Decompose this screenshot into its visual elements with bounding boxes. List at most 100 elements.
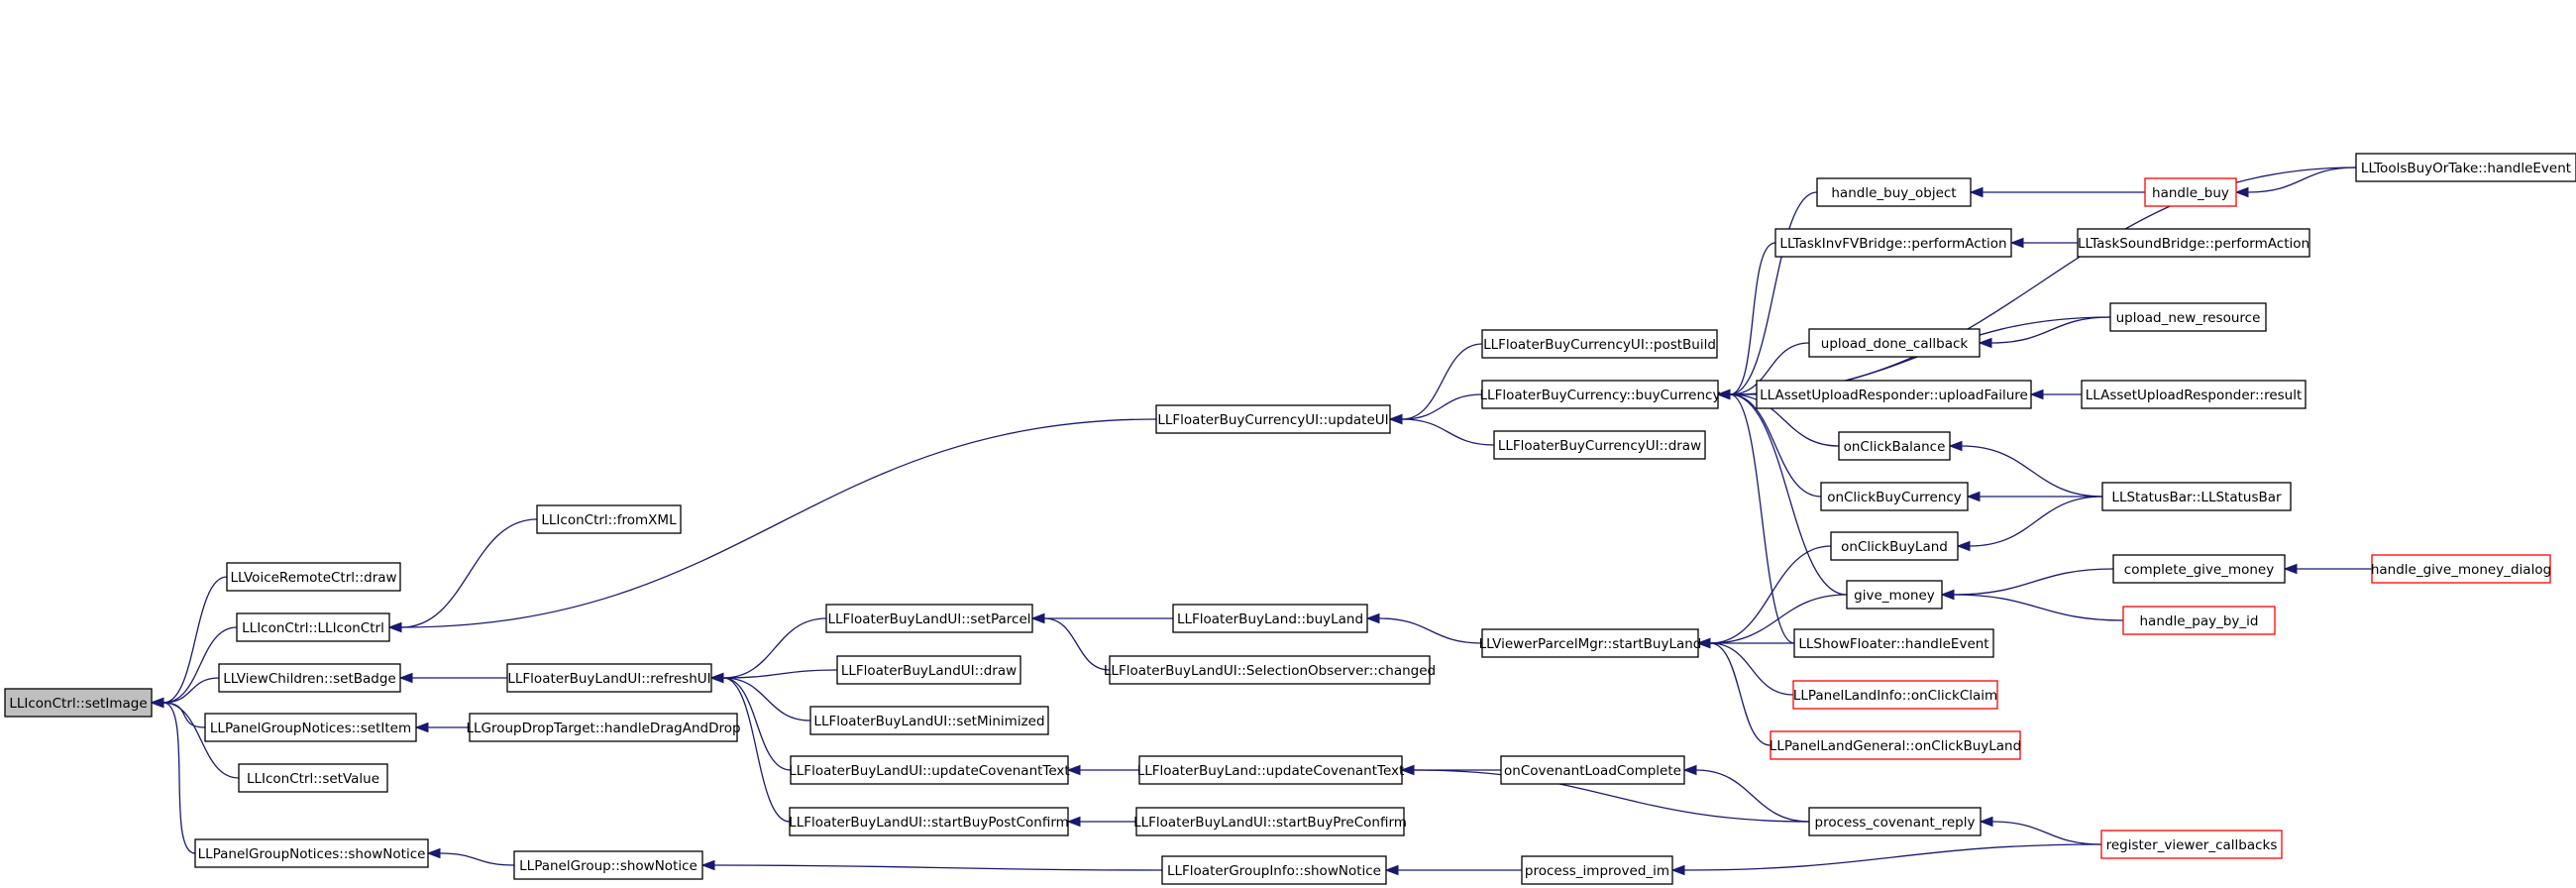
function-node-fbcpost[interactable]: LLFloaterBuyCurrencyUI::postBuild — [1481, 329, 1718, 359]
function-node-pgnshow[interactable]: LLPanelGroupNotices::showNotice — [194, 838, 429, 868]
node-box — [4, 688, 153, 718]
function-node-sfhe[interactable]: LLShowFloater::handleEvent — [1793, 628, 1994, 658]
node-label: LLPanelLandInfo::onClickClaim — [1793, 688, 1997, 704]
call-edge — [1384, 864, 1522, 876]
call-edge — [1030, 612, 1174, 624]
node-box — [1500, 755, 1685, 785]
call-edge — [2283, 563, 2372, 575]
node-box — [218, 663, 401, 693]
function-node-ocbl[interactable]: onClickBuyLand — [1830, 531, 1959, 561]
function-node-pcr[interactable]: process_covenant_reply — [1808, 807, 1982, 836]
node-box — [1792, 680, 1998, 710]
node-box — [1481, 628, 1699, 658]
function-node-hgmd[interactable]: handle_give_money_dialog — [2371, 554, 2551, 584]
function-node-oclc[interactable]: onCovenantLoadComplete — [1500, 755, 1685, 785]
call-edge — [709, 617, 827, 684]
function-node-gm[interactable]: give_money — [1846, 580, 1943, 610]
node-box — [513, 850, 703, 880]
function-node-pliocc[interactable]: LLPanelLandInfo::onClickClaim — [1792, 680, 1998, 710]
node-box — [2122, 606, 2276, 635]
call-edge — [387, 418, 1157, 633]
node-label: LLAssetUploadResponder::result — [2086, 388, 2303, 403]
function-node-gdt[interactable]: LLGroupDropTarget::handleDragAndDrop — [466, 713, 741, 742]
function-node-tifv[interactable]: LLTaskInvFVBridge::performAction — [1774, 228, 2012, 258]
function-node-pgshow[interactable]: LLPanelGroup::showNotice — [513, 850, 703, 880]
function-node-fromxml[interactable]: LLIconCtrl::fromXML — [536, 504, 682, 534]
node-box — [1138, 755, 1403, 785]
function-node-fblsetmin[interactable]: LLFloaterBuyLandUI::setMinimized — [809, 706, 1049, 735]
function-node-pim[interactable]: process_improved_im — [1521, 855, 1673, 885]
node-label: LLFloaterBuyLandUI::updateCovenantText — [789, 763, 1069, 779]
node-box — [1820, 482, 1969, 511]
function-node-fgishow[interactable]: LLFloaterGroupInfo::showNotice — [1161, 855, 1387, 885]
function-node-auruf[interactable]: LLAssetUploadResponder::uploadFailure — [1756, 380, 2032, 409]
node-label: LLFloaterBuyLandUI::draw — [841, 663, 1017, 679]
function-node-pgnset[interactable]: LLPanelGroupNotices::setItem — [204, 713, 417, 742]
function-node-cgm[interactable]: complete_give_money — [2112, 554, 2286, 584]
function-node-viewchild[interactable]: LLViewChildren::setBadge — [218, 663, 401, 693]
function-node-udc[interactable]: upload_done_callback — [1808, 328, 1981, 358]
node-label: onCovenantLoadComplete — [1504, 763, 1681, 779]
call-edge — [1978, 316, 2111, 349]
node-box — [1172, 604, 1368, 633]
node-label: LLFloaterBuyCurrencyUI::draw — [1498, 438, 1701, 454]
node-box — [238, 763, 388, 793]
function-node-aurr[interactable]: LLAssetUploadResponder::result — [2081, 380, 2307, 409]
function-node-voice[interactable]: LLVoiceRemoteCtrl::draw — [226, 562, 401, 592]
call-edge — [1365, 612, 1483, 644]
call-edge — [1066, 816, 1136, 828]
function-node-fbcdraw[interactable]: LLFloaterBuyCurrencyUI::draw — [1493, 430, 1706, 460]
node-label: LLFloaterBuyLandUI::SelectionObserver::c… — [1104, 663, 1436, 679]
node-box — [1816, 177, 1972, 207]
function-node-tbot[interactable]: LLToolsBuyOrTake::handleEvent — [2355, 153, 2576, 182]
function-node-fbluct[interactable]: LLFloaterBuyLandUI::updateCovenantText — [789, 755, 1070, 785]
function-node-vpmsbl[interactable]: LLViewerParcelMgr::startBuyLand — [1479, 628, 1702, 658]
node-box — [836, 655, 1021, 685]
function-node-unr[interactable]: upload_new_resource — [2109, 302, 2267, 332]
node-label: LLIconCtrl::setImage — [9, 696, 147, 712]
function-node-fblsbprc[interactable]: LLFloaterBuyLandUI::startBuyPreConfirm — [1133, 807, 1407, 836]
node-box — [226, 562, 401, 592]
function-node-fbuct[interactable]: LLFloaterBuyLand::updateCovenantText — [1137, 755, 1405, 785]
function-node-root[interactable]: LLIconCtrl::setImage — [4, 688, 153, 718]
node-box — [194, 838, 429, 868]
node-label: LLFloaterBuyLand::updateCovenantText — [1137, 763, 1405, 779]
function-node-plgocbl[interactable]: LLPanelLandGeneral::onClickBuyLand — [1770, 730, 2021, 760]
function-node-setvalue[interactable]: LLIconCtrl::setValue — [238, 763, 388, 793]
function-node-ocb[interactable]: onClickBalance — [1838, 431, 1951, 461]
function-node-hpbi[interactable]: handle_pay_by_id — [2122, 606, 2276, 635]
node-label: register_viewer_callbacks — [2106, 837, 2278, 853]
function-node-ocbc[interactable]: onClickBuyCurrency — [1820, 482, 1969, 511]
function-node-hb[interactable]: handle_buy — [2144, 177, 2237, 207]
function-node-fblbuyland[interactable]: LLFloaterBuyLand::buyLand — [1172, 604, 1368, 633]
function-node-fbldraw[interactable]: LLFloaterBuyLandUI::draw — [836, 655, 1021, 685]
node-label: LLFloaterBuyCurrencyUI::postBuild — [1483, 337, 1716, 353]
node-box — [2101, 482, 2292, 511]
node-box — [506, 663, 712, 693]
function-node-fblselobs[interactable]: LLFloaterBuyLandUI::SelectionObserver::c… — [1104, 655, 1436, 685]
node-box — [790, 755, 1069, 785]
call-edge — [1388, 343, 1483, 425]
function-node-fbcbuy[interactable]: LLFloaterBuyCurrency::buyCurrency — [1480, 380, 1721, 409]
node-label: process_improved_im — [1525, 863, 1669, 879]
node-box — [1481, 329, 1718, 359]
node-box — [2144, 177, 2237, 207]
call-edge — [1400, 764, 1810, 823]
function-node-fblsbpc[interactable]: LLFloaterBuyLandUI::startBuyPostConfirm — [789, 807, 1069, 836]
function-node-iconctor[interactable]: LLIconCtrl::LLIconCtrl — [236, 612, 390, 642]
function-node-tsb[interactable]: LLTaskSoundBridge::performAction — [2077, 228, 2310, 258]
node-label: LLAssetUploadResponder::uploadFailure — [1760, 388, 2028, 403]
function-node-sb[interactable]: LLStatusBar::LLStatusBar — [2101, 482, 2292, 511]
node-label: LLShowFloater::handleEvent — [1798, 636, 1988, 652]
function-node-fbcui[interactable]: LLFloaterBuyCurrencyUI::updateUI — [1155, 404, 1391, 434]
node-label: LLFloaterBuyLandUI::startBuyPreConfirm — [1133, 815, 1407, 831]
node-label: LLFloaterBuyLand::buyLand — [1177, 611, 1363, 627]
function-node-hbo[interactable]: handle_buy_object — [1816, 177, 1972, 207]
function-node-fblrefresh[interactable]: LLFloaterBuyLandUI::refreshUI — [506, 663, 712, 693]
call-edge — [1696, 637, 1771, 746]
node-label: process_covenant_reply — [1815, 815, 1976, 831]
function-node-rvc[interactable]: register_viewer_callbacks — [2100, 830, 2283, 859]
node-label: handle_give_money_dialog — [2371, 562, 2551, 578]
function-node-fblsetparcel[interactable]: LLFloaterBuyLandUI::setParcel — [825, 604, 1033, 633]
